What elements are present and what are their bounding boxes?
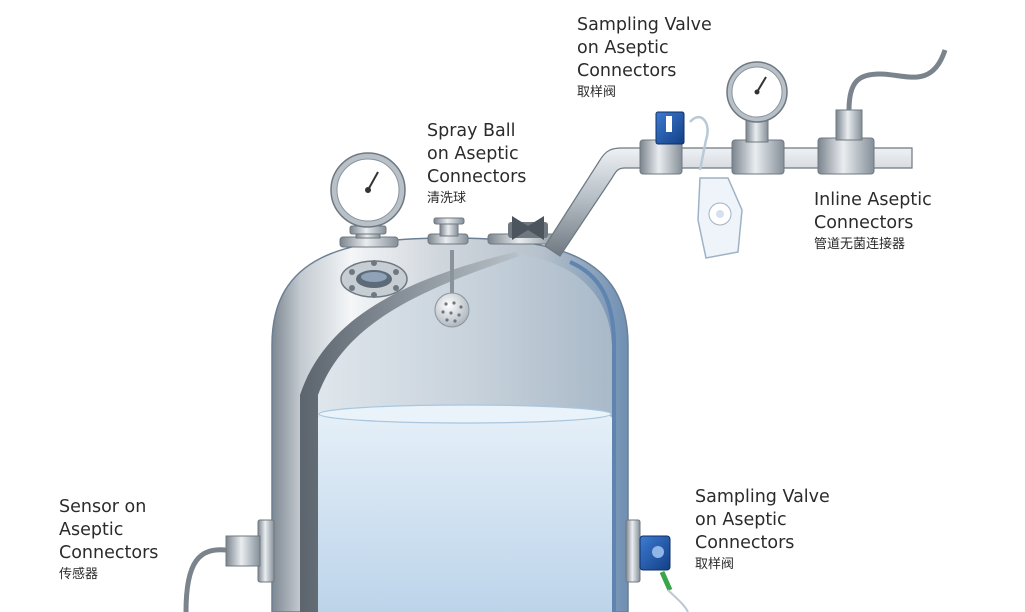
sensor-connector	[183, 519, 275, 612]
label-line: Spray Ball	[427, 121, 516, 141]
label-line: on Aseptic	[577, 38, 669, 58]
manway-flange	[340, 260, 408, 298]
gauge-icon	[330, 152, 406, 239]
sampling-valve-top	[655, 111, 709, 171]
label-chinese: 取样阀	[577, 85, 617, 100]
label-sensor: Sensor on Aseptic Connectors 传感器	[59, 496, 158, 584]
label-line: Connectors	[695, 533, 795, 553]
label-line: Sampling Valve	[695, 487, 830, 507]
label-line: Connectors	[59, 543, 159, 563]
label-chinese: 取样阀	[695, 557, 735, 572]
label-sampling-valve-side: Sampling Valve on Aseptic Connectors 取样阀	[695, 486, 830, 574]
label-line: Sensor on	[59, 497, 147, 517]
label-line: Connectors	[427, 167, 527, 187]
label-line: on Aseptic	[695, 510, 787, 530]
label-line: Sampling Valve	[577, 15, 712, 35]
label-line: Aseptic	[59, 520, 124, 540]
label-line: Connectors	[814, 213, 914, 233]
sample-bag-icon	[697, 177, 743, 259]
label-line: Inline Aseptic	[814, 190, 932, 210]
label-chinese: 管道无菌连接器	[814, 237, 906, 252]
sampling-valve-side	[625, 519, 689, 612]
label-line: on Aseptic	[427, 144, 519, 164]
vessel-body	[271, 233, 629, 612]
spray-ball-connector	[433, 217, 465, 237]
label-spray-ball: Spray Ball on Aseptic Connectors 清洗球	[427, 120, 526, 208]
label-chinese: 传感器	[59, 567, 99, 582]
gauge-icon	[726, 61, 788, 143]
process-pipe	[508, 147, 913, 257]
label-inline-connectors: Inline Aseptic Connectors 管道无菌连接器	[814, 189, 932, 254]
label-line: Connectors	[577, 61, 677, 81]
spray-ball-icon	[434, 250, 470, 328]
label-sampling-valve-top: Sampling Valve on Aseptic Connectors 取样阀	[577, 14, 712, 102]
label-chinese: 清洗球	[427, 191, 467, 206]
